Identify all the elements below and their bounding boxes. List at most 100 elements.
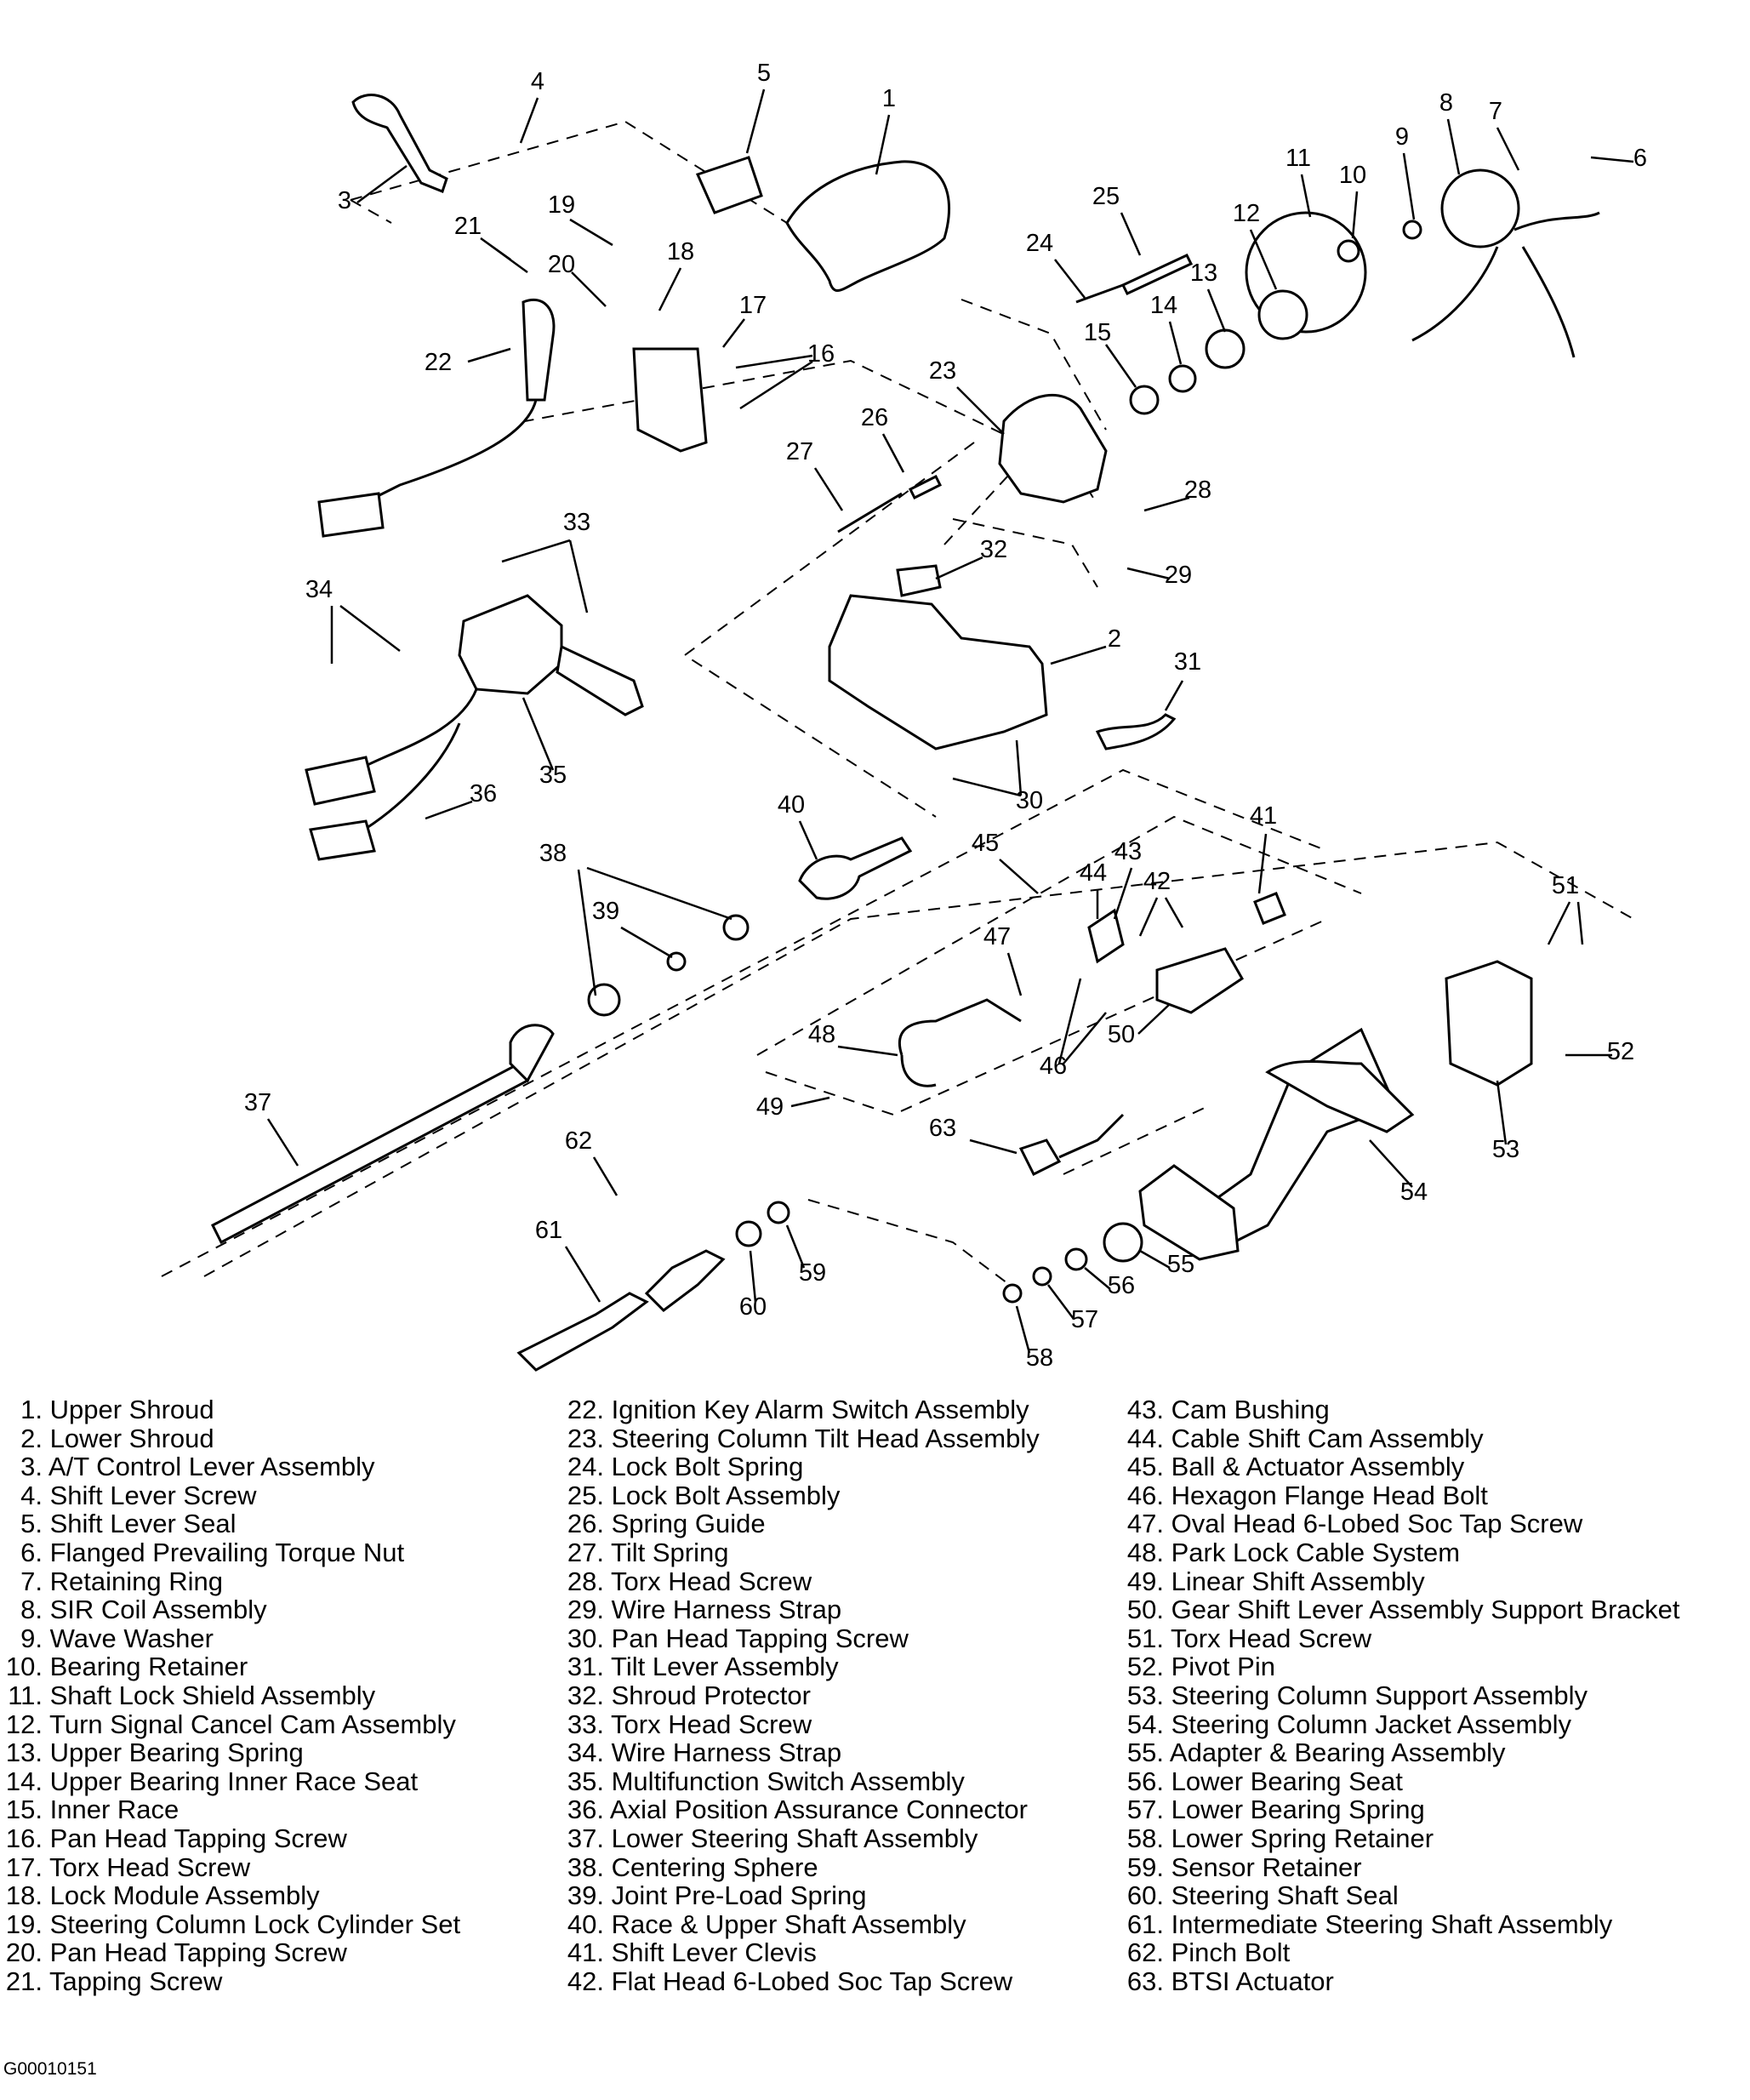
legend-label: Pan Head Tapping Screw: [43, 1823, 347, 1853]
legend-label: Turn Signal Cancel Cam Assembly: [43, 1709, 456, 1739]
legend-number: 42.: [567, 1966, 604, 1996]
ring-12: [1257, 289, 1308, 340]
legend-item: 38. Centering Sphere: [561, 1852, 1040, 1882]
legend-item: 41. Shift Lever Clevis: [561, 1938, 1040, 1967]
lower-bearing-spring: [1032, 1266, 1052, 1287]
legend-label: Tapping Screw: [43, 1966, 223, 1996]
callout-number: 55: [1167, 1251, 1194, 1278]
assembly-dashed-lines: [161, 120, 1634, 1294]
legend-number: 30.: [567, 1623, 604, 1653]
callout-number: 5: [757, 60, 771, 87]
leader-line: [969, 1138, 1018, 1155]
legend-number: 8.: [20, 1595, 43, 1625]
legend-label: Bearing Retainer: [43, 1652, 248, 1682]
legend-number: 31.: [567, 1652, 604, 1682]
callout-number: 14: [1150, 292, 1177, 319]
legend-item: 49. Linear Shift Assembly: [1121, 1566, 1680, 1596]
leader-line: [1496, 127, 1520, 171]
callout-number: 44: [1080, 859, 1107, 887]
leader-line: [425, 800, 473, 820]
tilt-lever: [1095, 713, 1177, 750]
legend-item: 17. Torx Head Screw: [0, 1852, 460, 1882]
legend-item: 35. Multifunction Switch Assembly: [561, 1766, 1040, 1796]
callout-number: 26: [861, 404, 888, 431]
legend-item: 14. Upper Bearing Inner Race Seat: [0, 1766, 460, 1796]
legend-item: 55. Adapter & Bearing Assembly: [1121, 1738, 1680, 1767]
jacket-bracket: [1265, 1060, 1415, 1133]
callout-number: 40: [778, 791, 805, 819]
callout-number: 50: [1108, 1021, 1135, 1048]
leader-line: [722, 318, 745, 348]
legend-label: Pinch Bolt: [1164, 1937, 1291, 1968]
lock-bolt-spring: [1075, 283, 1124, 304]
legend-item: 39. Joint Pre-Load Spring: [561, 1881, 1040, 1910]
legend-label: Wire Harness Strap: [604, 1738, 842, 1768]
leader-line: [577, 866, 732, 996]
support-assembly: [1445, 960, 1533, 1087]
sir-coil: [1440, 168, 1520, 248]
spring-guide: [908, 474, 943, 500]
leader-line: [1057, 978, 1107, 1064]
lock-module: [632, 347, 708, 453]
connector-35a: [305, 756, 376, 806]
callout-number: 8: [1439, 89, 1453, 117]
leader-line: [1137, 1003, 1171, 1035]
leader-line: [480, 237, 528, 274]
legend-number: 50.: [1126, 1595, 1164, 1625]
legend-item: 22. Ignition Key Alarm Switch Assembly: [561, 1395, 1040, 1424]
legend-label: Linear Shift Assembly: [1164, 1566, 1425, 1596]
legend-label: Park Lock Cable System: [1164, 1537, 1461, 1567]
legend-label: Lower Bearing Spring: [1164, 1795, 1425, 1825]
legend-number: 49.: [1126, 1566, 1164, 1596]
callout-number: 13: [1190, 260, 1217, 287]
legend-number: 4.: [20, 1480, 43, 1510]
callout-number: 45: [972, 830, 999, 857]
callout-number: 43: [1114, 838, 1142, 865]
leader-line: [569, 218, 613, 247]
callout-number: 20: [548, 251, 575, 278]
callout-number: 3: [338, 187, 351, 214]
callout-number: 37: [244, 1089, 271, 1116]
legend-number: 2.: [20, 1423, 43, 1453]
assembly-line: [501, 359, 1022, 443]
legend-label: Shaft Lock Shield Assembly: [43, 1680, 376, 1710]
ring-14: [1168, 364, 1197, 393]
legend-number: 15.: [5, 1795, 43, 1825]
tilt-head: [998, 394, 1108, 504]
shift-lever-seal: [695, 156, 763, 214]
legend-item: 20. Pan Head Tapping Screw: [0, 1938, 460, 1967]
legend-label: Centering Sphere: [604, 1852, 818, 1882]
leader-line: [745, 88, 766, 154]
legend-item: 53. Steering Column Support Assembly: [1121, 1681, 1680, 1710]
legend-item: 46. Hexagon Flange Head Bolt: [1121, 1481, 1680, 1510]
callout-number: 19: [548, 191, 575, 219]
legend-item: 31. Tilt Lever Assembly: [561, 1652, 1040, 1681]
callout-number: 22: [425, 349, 452, 376]
leader-line: [1168, 321, 1183, 365]
intermediate-yoke: [644, 1249, 726, 1312]
legend-item: 33. Torx Head Screw: [561, 1709, 1040, 1739]
assembly-line: [961, 299, 1107, 431]
callout-number: 7: [1489, 98, 1502, 125]
ring-10: [1337, 239, 1360, 263]
callout-number: 54: [1400, 1178, 1428, 1206]
legend-item: 26. Spring Guide: [561, 1509, 1040, 1538]
btsi-actuator: [1018, 1138, 1062, 1177]
legend-number: 48.: [1126, 1537, 1164, 1567]
leader-line: [1006, 952, 1023, 996]
intermediate-shaft: [516, 1292, 649, 1372]
legend-number: 60.: [1126, 1880, 1164, 1911]
leader-line: [798, 820, 818, 860]
leader-line: [1249, 229, 1278, 290]
legend-item: 15. Inner Race: [0, 1795, 460, 1824]
legend-item: 45. Ball & Actuator Assembly: [1121, 1452, 1680, 1481]
legend-label: Ball & Actuator Assembly: [1164, 1452, 1465, 1482]
leader-line: [1050, 645, 1107, 665]
legend-item: 29. Wire Harness Strap: [561, 1595, 1040, 1624]
legend-item: 24. Lock Bolt Spring: [561, 1452, 1040, 1481]
legend-item: 52. Pivot Pin: [1121, 1652, 1680, 1681]
lower-shroud: [828, 594, 1048, 750]
